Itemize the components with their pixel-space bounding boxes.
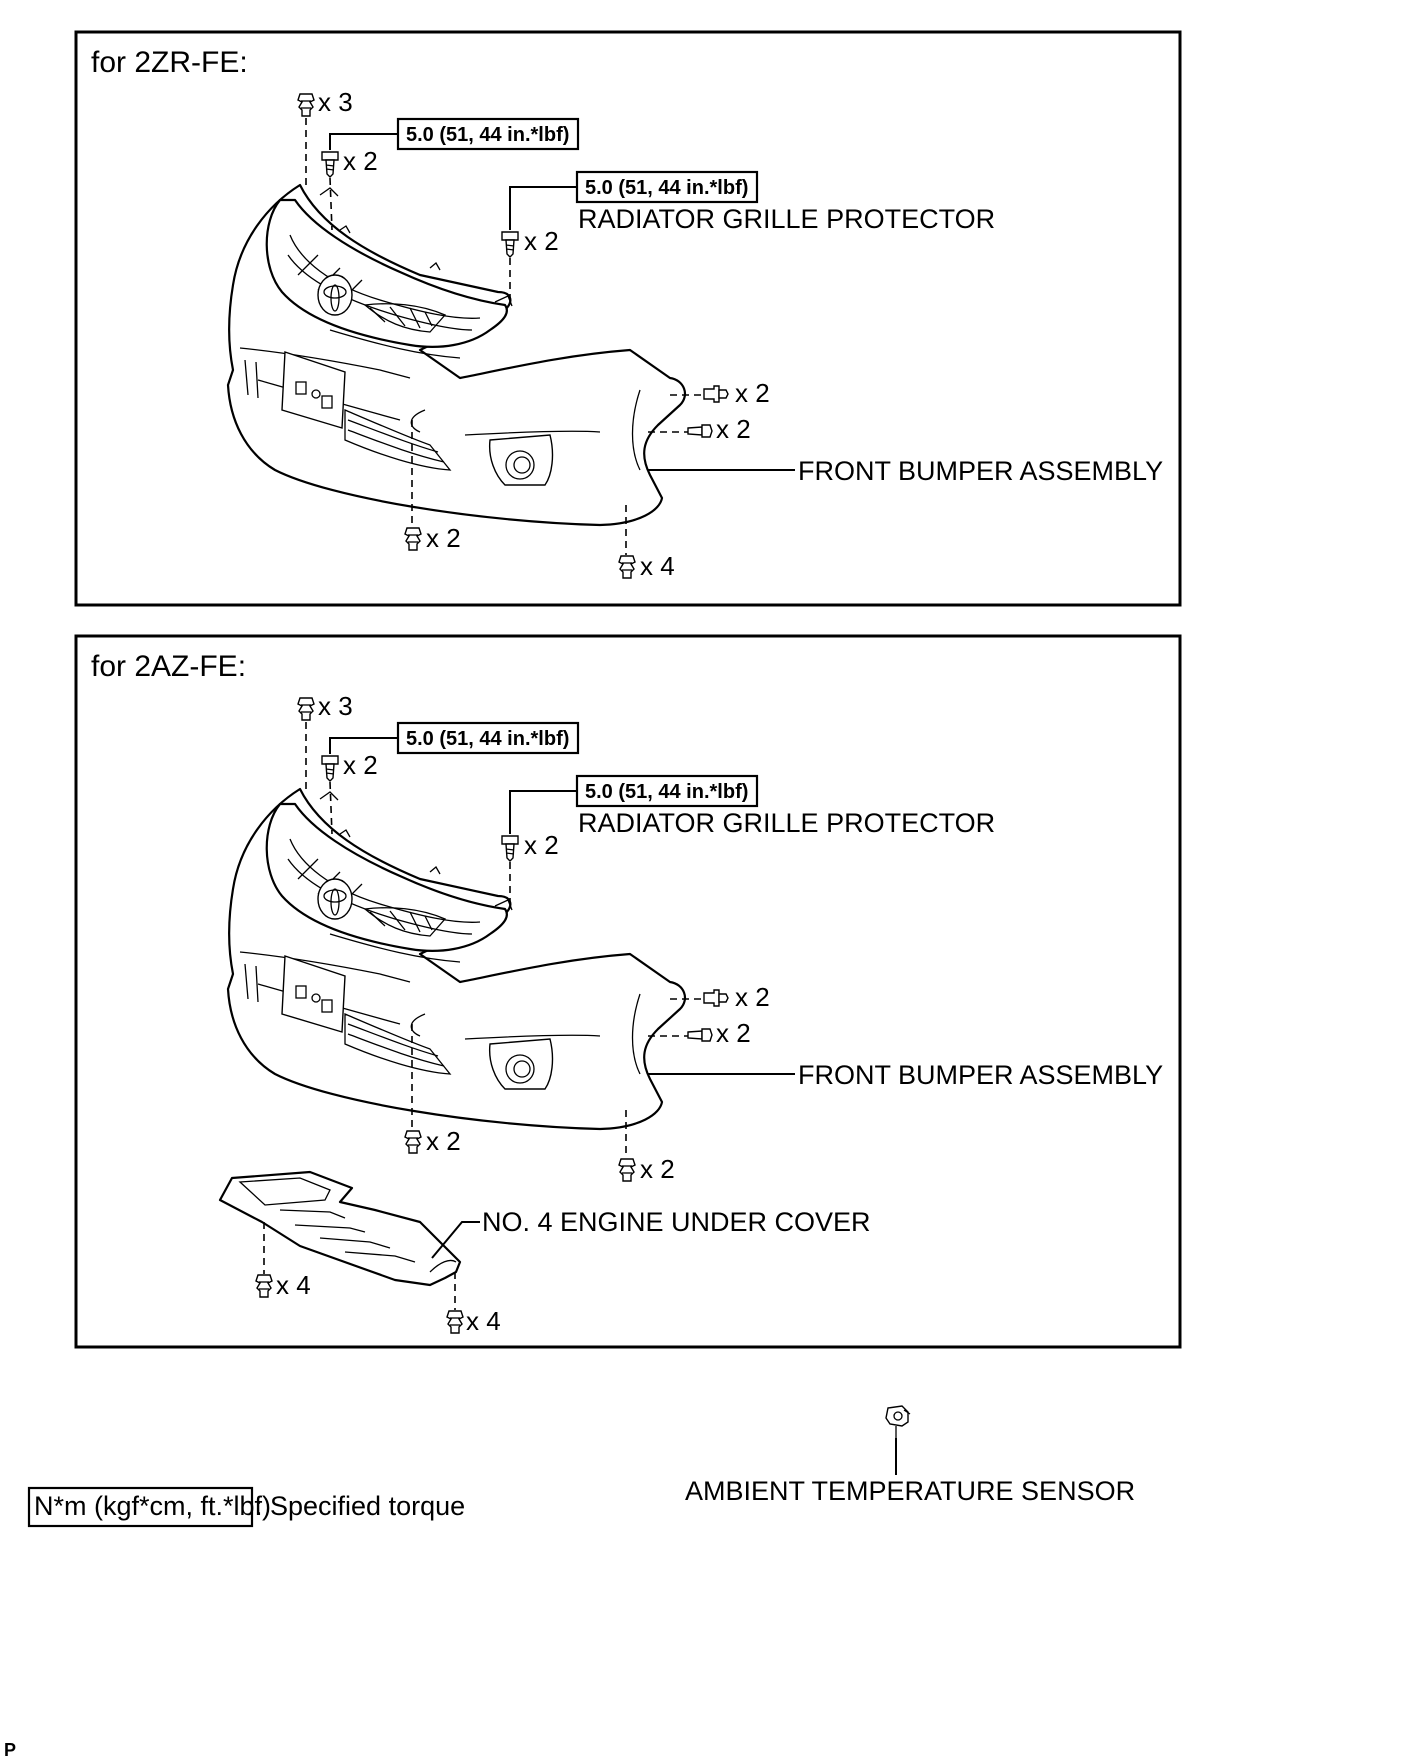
clip-icon — [446, 1310, 464, 1334]
panel-2az-fe: for 2AZ-FE: x 3 5.0 (51, 44 in.*lbf) x 2… — [74, 634, 1182, 1349]
qty-label: x 2 — [426, 1126, 461, 1156]
qty-label: x 2 — [343, 146, 378, 176]
qty-label: x 2 — [716, 414, 751, 444]
torque-box — [575, 774, 759, 808]
ambient-temperature-sensor-label: AMBIENT TEMPERATURE SENSOR — [685, 1476, 1135, 1506]
screw-icon — [501, 231, 519, 258]
clip-icon — [618, 1158, 636, 1182]
qty-label: x 4 — [466, 1306, 501, 1336]
front-bumper-drawing — [226, 787, 687, 1131]
qty-label: x 2 — [524, 226, 559, 256]
torque-box — [396, 721, 580, 755]
torque-label: 5.0 (51, 44 in.*lbf) — [406, 728, 569, 750]
front-bumper-assembly-label: FRONT BUMPER ASSEMBLY — [798, 1060, 1163, 1090]
clip-icon — [404, 1130, 422, 1154]
clip-icon — [297, 93, 315, 117]
clip-icon — [703, 385, 729, 403]
panel-title: for 2ZR-FE: — [91, 46, 248, 79]
ambient-temperature-sensor: AMBIENT TEMPERATURE SENSOR — [685, 1405, 1135, 1506]
qty-label: x 4 — [640, 551, 675, 581]
qty-label: x 3 — [318, 691, 353, 721]
engine-under-cover-label: NO. 4 ENGINE UNDER COVER — [482, 1207, 871, 1237]
radiator-grille-protector-label: RADIATOR GRILLE PROTECTOR — [578, 808, 995, 838]
qty-label: x 2 — [343, 750, 378, 780]
panel-2zr-fe: for 2ZR-FE: x 3 5.0 (51, 44 in.*lbf) x 2… — [74, 30, 1182, 607]
qty-label: x 2 — [735, 982, 770, 1012]
torque-box — [575, 170, 759, 204]
screw-icon — [501, 835, 519, 862]
panel-title: for 2AZ-FE: — [91, 650, 246, 683]
qty-label: x 3 — [318, 87, 353, 117]
torque-label: 5.0 (51, 44 in.*lbf) — [406, 124, 569, 146]
front-bumper-assembly-label: FRONT BUMPER ASSEMBLY — [798, 456, 1163, 486]
engine-under-cover-drawing — [218, 1170, 462, 1287]
legend-description: : Specified torque — [255, 1491, 465, 1521]
clip-icon — [297, 697, 315, 721]
screw-icon — [321, 755, 339, 782]
torque-label: 5.0 (51, 44 in.*lbf) — [585, 781, 748, 803]
corner-mark: P — [4, 1740, 16, 1760]
qty-label: x 2 — [524, 830, 559, 860]
screw-icon — [687, 1028, 713, 1042]
sensor-icon — [885, 1405, 911, 1439]
qty-label: x 2 — [716, 1018, 751, 1048]
qty-label: x 2 — [640, 1154, 675, 1184]
qty-label: x 2 — [735, 378, 770, 408]
torque-label: 5.0 (51, 44 in.*lbf) — [585, 177, 748, 199]
radiator-grille-protector-label: RADIATOR GRILLE PROTECTOR — [578, 204, 995, 234]
front-bumper-drawing — [226, 183, 687, 527]
clip-icon — [618, 555, 636, 579]
clip-icon — [703, 989, 729, 1007]
qty-label: x 2 — [426, 523, 461, 553]
clip-icon — [404, 527, 422, 551]
screw-icon — [321, 151, 339, 178]
qty-label: x 4 — [276, 1270, 311, 1300]
legend-torque-box — [27, 1486, 254, 1528]
torque-legend: N*m (kgf*cm, ft.*lbf) : Specified torque — [27, 1486, 465, 1528]
clip-icon — [255, 1274, 273, 1298]
legend-box-text: N*m (kgf*cm, ft.*lbf) — [34, 1491, 271, 1521]
screw-icon — [687, 424, 713, 438]
